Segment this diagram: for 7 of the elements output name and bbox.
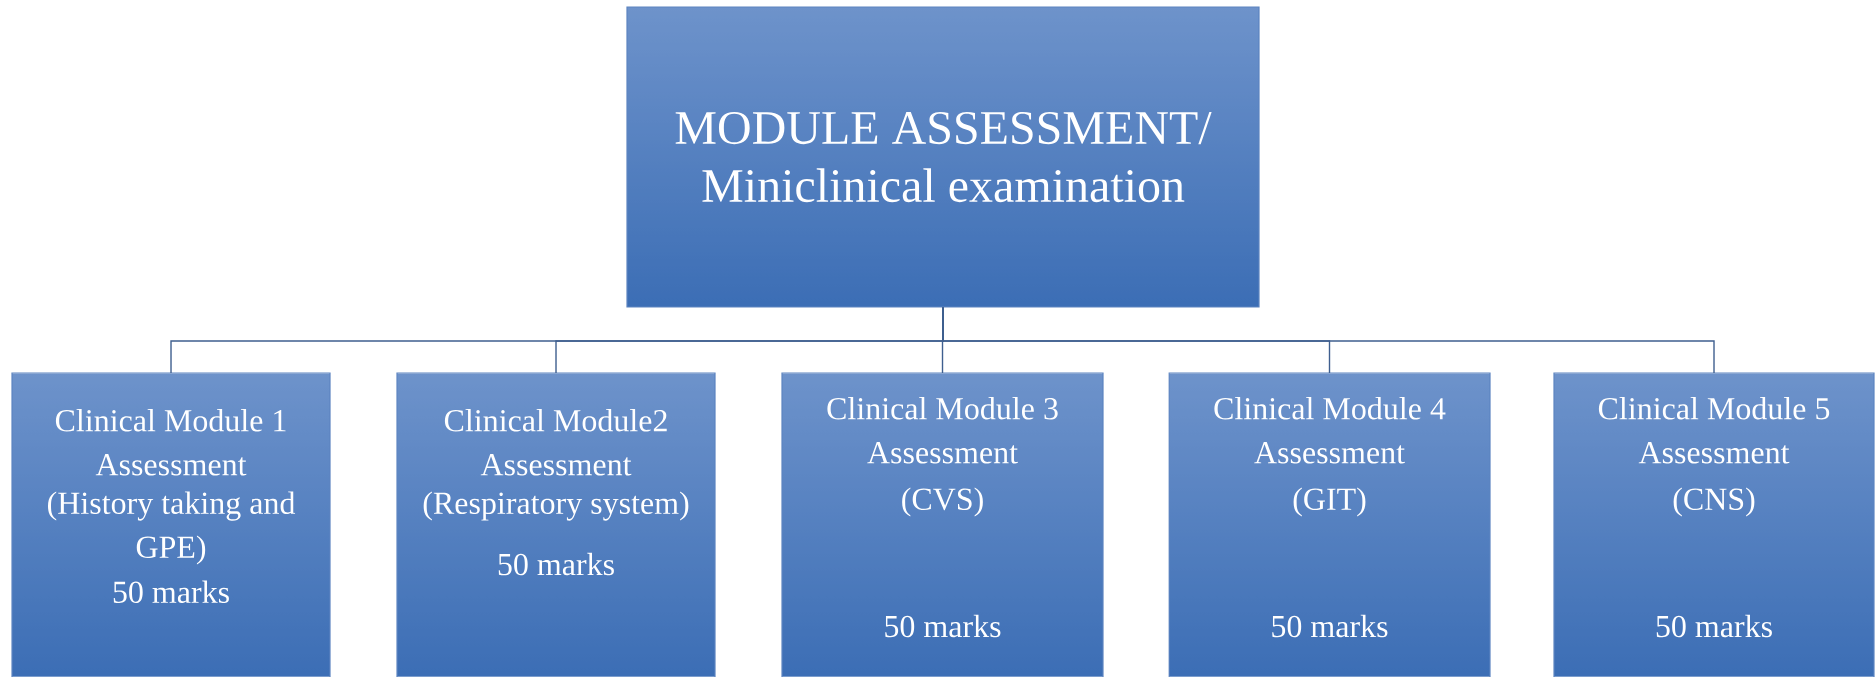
module-box: Clinical Module2 Assessment (Respiratory system) 50 marks	[396, 372, 716, 677]
module-box: Clinical Module 1 Assessment (History taking and GPE) 50 marks	[11, 372, 331, 677]
module-box: Clinical Module 4 Assessment (GIT) 50 marks	[1168, 372, 1491, 677]
connector-line	[942, 306, 1715, 374]
module-box: Clinical Module 5 Assessment (CNS) 50 marks	[1553, 372, 1875, 677]
title-box: MODULE ASSESSMENT/ Miniclinical examination	[626, 6, 1260, 308]
module-box: Clinical Module 3 Assessment (CVS) 50 marks	[781, 372, 1104, 677]
